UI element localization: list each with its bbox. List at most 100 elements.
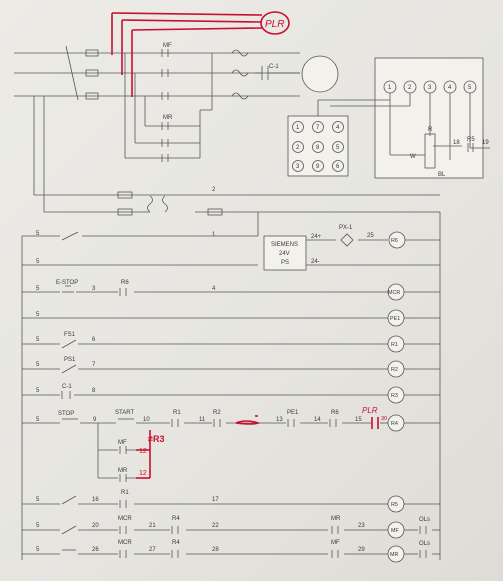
plr-note: PLR xyxy=(362,406,378,415)
pot-w-label: W xyxy=(410,154,416,160)
svg-text:R2: R2 xyxy=(391,367,398,373)
svg-text:4: 4 xyxy=(212,286,216,292)
svg-text:5: 5 xyxy=(36,388,40,394)
coil-r1: R1 xyxy=(387,335,405,353)
svg-text:9: 9 xyxy=(316,164,320,170)
svg-text:3: 3 xyxy=(428,85,432,91)
svg-text:26: 26 xyxy=(92,547,99,553)
control-section: SIEMENS 24V PS 24+ 24- PX-1 25 R6 5 5 E-… xyxy=(21,212,441,563)
svg-text:23: 23 xyxy=(358,523,365,529)
svg-text:4: 4 xyxy=(336,125,340,131)
svg-text:5: 5 xyxy=(36,417,40,423)
svg-text:E-STOP: E-STOP xyxy=(56,280,78,286)
svg-text:PE1: PE1 xyxy=(287,410,299,416)
svg-text:R1: R1 xyxy=(391,342,398,348)
coil-r6 xyxy=(388,231,406,249)
mr-label: MR xyxy=(163,115,173,121)
wire-18: 18 xyxy=(453,140,460,146)
coil-mf: MF xyxy=(387,521,405,539)
svg-text:5: 5 xyxy=(336,145,340,151)
power-supply-box xyxy=(263,235,307,271)
svg-text:R6: R6 xyxy=(331,410,339,416)
coil-r3: R3 xyxy=(387,386,405,404)
svg-text:17: 17 xyxy=(212,497,219,503)
svg-text:PS1: PS1 xyxy=(64,357,76,363)
plr-red-wiring xyxy=(111,12,263,97)
ps-volt: 24V xyxy=(279,251,290,257)
svg-text:R4: R4 xyxy=(391,421,398,427)
svg-text:R6: R6 xyxy=(391,238,398,244)
svg-text:7: 7 xyxy=(316,125,320,131)
svg-text:27: 27 xyxy=(149,547,156,553)
svg-text:5: 5 xyxy=(36,312,40,318)
svg-text:R1: R1 xyxy=(121,490,129,496)
wire-1: 1 xyxy=(212,232,216,238)
svg-text:20: 20 xyxy=(92,523,99,529)
ps-brand: SIEMENS xyxy=(271,242,298,248)
svg-text:5: 5 xyxy=(468,85,472,91)
coil-mcr: MCR xyxy=(387,283,405,301)
ps-name: PS xyxy=(281,260,289,266)
svg-text:21: 21 xyxy=(149,523,156,529)
coil-r4: R4 xyxy=(387,414,405,432)
svg-text:R3: R3 xyxy=(391,393,398,399)
svg-text:3: 3 xyxy=(92,286,96,292)
wire-25: 25 xyxy=(367,233,374,239)
svg-text:6: 6 xyxy=(92,337,96,343)
r3-note: ≠R3 xyxy=(148,434,164,444)
svg-text:R2: R2 xyxy=(213,410,221,416)
svg-text:MR: MR xyxy=(118,468,128,474)
svg-text:9: 9 xyxy=(93,417,97,423)
r5-label: R5 xyxy=(467,137,475,143)
rail-label: 5 xyxy=(36,231,40,237)
rail-label-2: 5 xyxy=(36,259,40,265)
svg-text:16: 16 xyxy=(92,497,99,503)
svg-text:MCR: MCR xyxy=(388,290,400,296)
red-edit-marks xyxy=(136,415,379,479)
plr-circle xyxy=(260,11,290,35)
svg-text:C-1: C-1 xyxy=(62,384,72,390)
svg-text:MCR: MCR xyxy=(118,540,132,546)
svg-text:2: 2 xyxy=(296,145,300,151)
svg-text:R5: R5 xyxy=(391,502,398,508)
motor-symbol xyxy=(301,55,339,93)
svg-text:10: 10 xyxy=(143,417,150,423)
svg-text:MF: MF xyxy=(391,528,399,534)
svg-text:5: 5 xyxy=(36,337,40,343)
svg-text:29: 29 xyxy=(358,547,365,553)
plug-box xyxy=(374,57,484,179)
svg-text:START: START xyxy=(115,410,134,416)
coil-r2: R2 xyxy=(387,360,405,378)
branch-12a: 12 xyxy=(139,448,147,455)
svg-text:OLs: OLs xyxy=(419,517,430,523)
px-label: PX-1 xyxy=(339,225,353,231)
coil-r5: R5 xyxy=(387,495,405,513)
plr-num: 30 xyxy=(381,416,387,422)
svg-text:28: 28 xyxy=(212,547,219,553)
pot-bl-label: BL xyxy=(438,172,446,178)
svg-text:5: 5 xyxy=(36,286,40,292)
svg-text:FS1: FS1 xyxy=(64,332,76,338)
svg-text:MR: MR xyxy=(331,516,341,522)
svg-text:1: 1 xyxy=(388,85,392,91)
svg-text:1: 1 xyxy=(296,125,300,131)
coil-pe1: PE1 xyxy=(387,309,405,327)
svg-text:PE1: PE1 xyxy=(390,316,400,322)
svg-text:14: 14 xyxy=(314,417,321,423)
svg-text:5: 5 xyxy=(36,547,40,553)
svg-text:STOP: STOP xyxy=(58,411,74,417)
svg-text:8: 8 xyxy=(92,388,96,394)
svg-text:8: 8 xyxy=(316,145,320,151)
svg-text:5: 5 xyxy=(36,497,40,503)
power-section: MF MR C-1 PLR 2 1 xyxy=(14,11,490,238)
svg-text:22: 22 xyxy=(212,523,219,529)
svg-text:MCR: MCR xyxy=(118,516,132,522)
svg-text:13: 13 xyxy=(276,417,283,423)
wire-19: 19 xyxy=(482,140,489,146)
svg-text:5: 5 xyxy=(36,362,40,368)
svg-text:15: 15 xyxy=(355,417,362,423)
ps-minus: 24- xyxy=(311,259,320,265)
svg-text:MR: MR xyxy=(390,552,398,558)
